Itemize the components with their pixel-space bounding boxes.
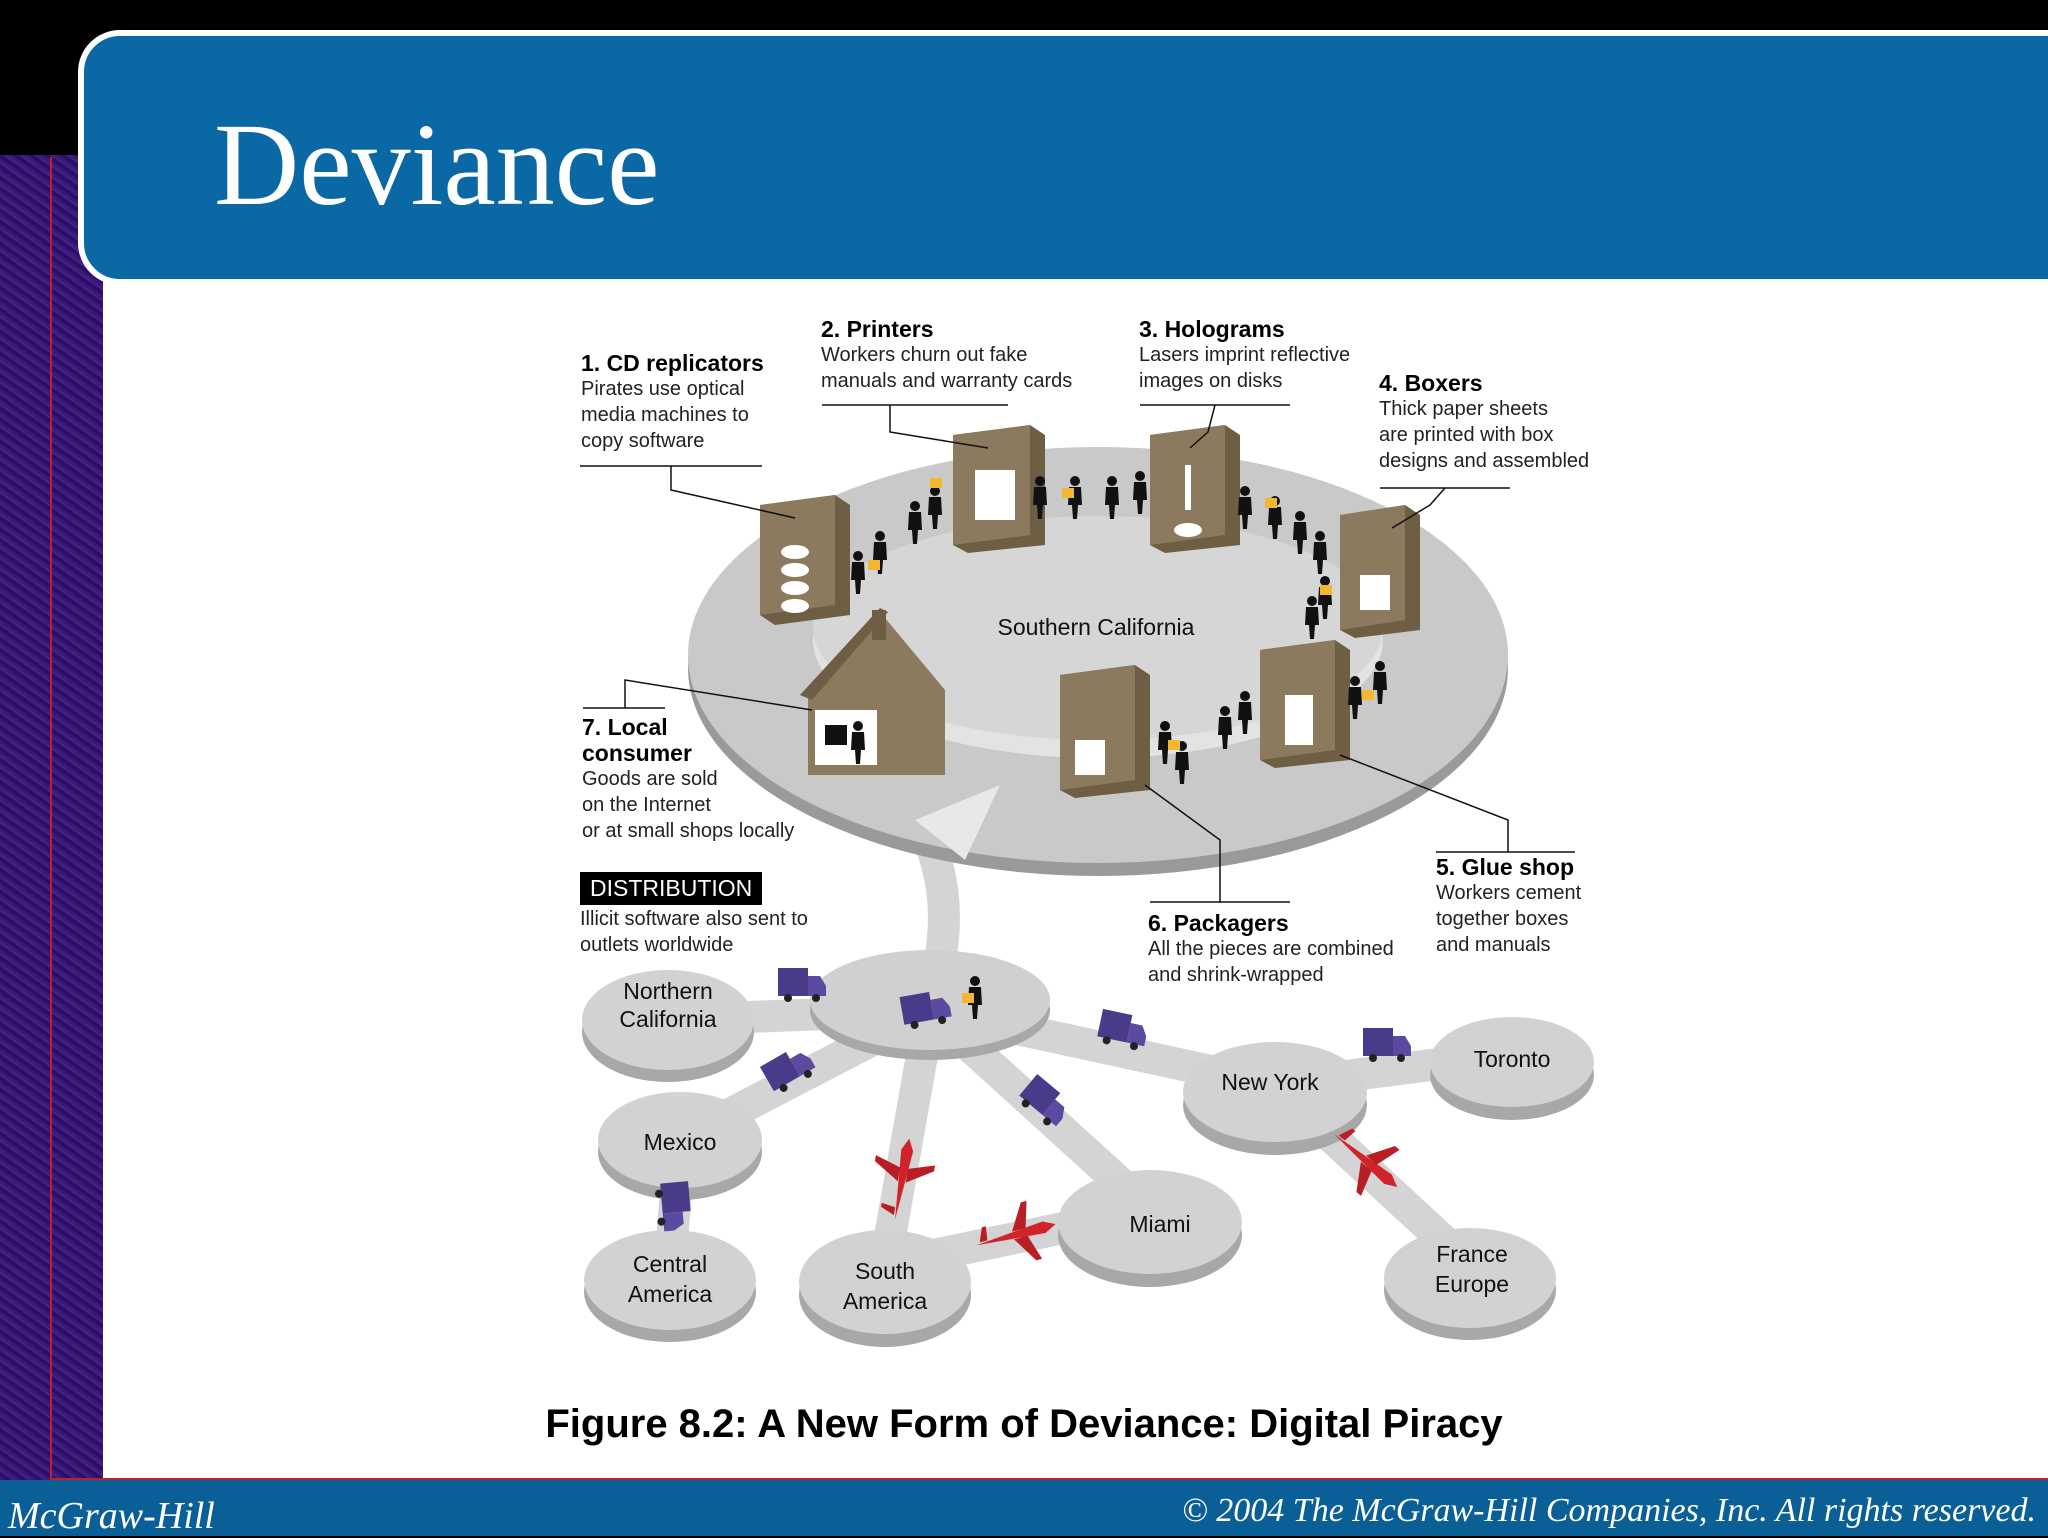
distribution-text-1: Illicit software also sent to [580, 908, 808, 930]
city-new-york: New York [1221, 1069, 1319, 1095]
city-toronto: Toronto [1474, 1046, 1551, 1072]
step-7-text-2: on the Internet [582, 794, 711, 816]
step-4-title: 4. Boxers [1379, 370, 1483, 396]
hologram-building [1150, 425, 1240, 553]
distribution-text-2: outlets worldwide [580, 934, 734, 956]
step-2-text-1: Workers churn out fake [821, 344, 1028, 366]
step-6-text-2: and shrink-wrapped [1148, 964, 1324, 986]
city-northern-california-1: Northern [623, 978, 712, 1004]
step-1-text-1: Pirates use optical [581, 378, 745, 400]
packager-building [1060, 665, 1150, 798]
glue-shop-building [1260, 640, 1350, 768]
city-labels: Northern California Mexico Central Ameri… [619, 978, 1550, 1314]
figure-caption: Figure 8.2: A New Form of Deviance: Digi… [545, 1402, 1503, 1446]
city-south-america-1: South [855, 1258, 915, 1284]
step-7-text-3: or at small shops locally [582, 820, 795, 842]
factory-buildings [760, 425, 1420, 798]
step-1-text-2: media machines to [581, 404, 749, 426]
step-6-title: 6. Packagers [1148, 910, 1289, 936]
printer-building [953, 425, 1045, 553]
copyright-notice: © 2004 The McGraw-Hill Companies, Inc. A… [1181, 1492, 2036, 1529]
step-3-title: 3. Holograms [1139, 316, 1285, 342]
step-7-title-2: consumer [582, 740, 692, 766]
step-7-text-1: Goods are sold [582, 768, 718, 790]
step-5-text-2: together boxes [1436, 908, 1569, 930]
bottom-red-line [50, 1478, 2048, 1480]
step-1-label: 1. CD replicators Pirates use optical me… [581, 350, 764, 454]
step-5-text-1: Workers cement [1436, 882, 1582, 904]
city-mexico: Mexico [644, 1129, 717, 1155]
step-3-text-1: Lasers imprint reflective [1139, 344, 1351, 366]
city-northern-california-2: California [619, 1006, 716, 1032]
step-3-text-2: images on disks [1139, 370, 1283, 392]
title-banner: Deviance [78, 30, 2048, 285]
step-7-title-1: 7. Local [582, 714, 668, 740]
step-6-label: 6. Packagers All the pieces are combined… [1148, 910, 1394, 988]
center-label: Southern California [998, 614, 1195, 640]
step-1-title: 1. CD replicators [581, 350, 764, 376]
step-2-text-2: manuals and warranty cards [821, 370, 1073, 392]
city-france-europe-1: France [1436, 1241, 1508, 1267]
step-7-label: 7. Local consumer Goods are sold on the … [582, 714, 794, 844]
footer-bar: McGraw-Hill © 2004 The McGraw-Hill Compa… [0, 1480, 2048, 1537]
parcels [868, 478, 1374, 1003]
step-4-text-3: designs and assembled [1379, 450, 1590, 472]
city-france-europe-2: Europe [1435, 1271, 1509, 1297]
cd-replicator-building [760, 495, 850, 625]
step-1-text-3: copy software [581, 430, 705, 452]
step-4-text-1: Thick paper sheets [1379, 398, 1548, 420]
slide-title: Deviance [214, 99, 660, 230]
distribution-text: Illicit software also sent to outlets wo… [580, 906, 808, 958]
leader-lines [580, 404, 1575, 903]
step-5-text-3: and manuals [1436, 934, 1551, 956]
step-5-title: 5. Glue shop [1436, 854, 1575, 880]
city-platforms [582, 950, 1594, 1347]
city-miami: Miami [1129, 1211, 1190, 1237]
step-4-text-2: are printed with box [1379, 424, 1554, 446]
boxer-building [1340, 505, 1420, 638]
step-6-text-1: All the pieces are combined [1148, 938, 1394, 960]
step-5-label: 5. Glue shop Workers cement together box… [1436, 854, 1581, 958]
publisher-name: McGraw-Hill [8, 1495, 215, 1537]
distribution-badge: DISTRIBUTION [580, 872, 763, 905]
step-2-title: 2. Printers [821, 316, 934, 342]
city-central-america-2: America [628, 1281, 713, 1307]
city-central-america-1: Central [633, 1251, 707, 1277]
city-south-america-2: America [843, 1288, 928, 1314]
step-3-label: 3. Holograms Lasers imprint reflective i… [1139, 316, 1350, 394]
step-2-label: 2. Printers Workers churn out fake manua… [821, 316, 1072, 394]
side-red-line [50, 157, 52, 1479]
step-4-label: 4. Boxers Thick paper sheets are printed… [1379, 370, 1589, 474]
local-consumer-house [800, 608, 945, 775]
